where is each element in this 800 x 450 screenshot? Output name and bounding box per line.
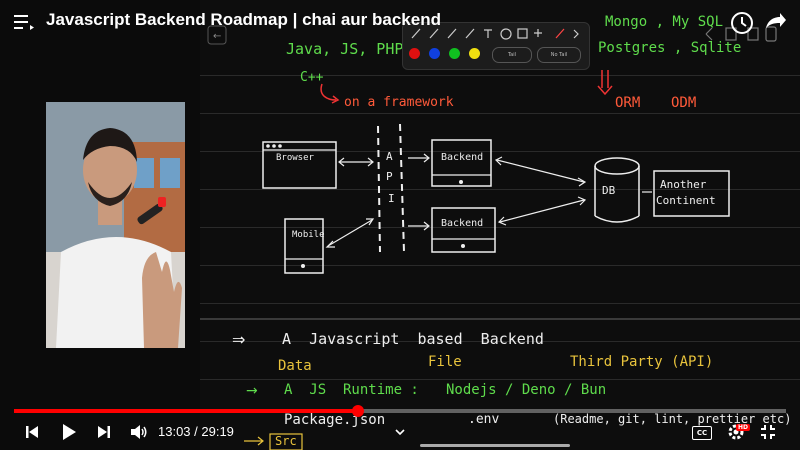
backend-label-1: Backend bbox=[441, 152, 484, 163]
volume-icon[interactable] bbox=[130, 424, 148, 440]
another-continent-box bbox=[653, 170, 730, 217]
previous-icon[interactable] bbox=[24, 424, 40, 440]
chapter-handle[interactable] bbox=[420, 444, 570, 447]
framework-label: on a framework bbox=[344, 95, 454, 110]
playlist-menu-icon[interactable] bbox=[14, 14, 34, 30]
pencil-icon bbox=[429, 28, 439, 39]
shape-tool-icon bbox=[500, 28, 512, 40]
another-continent-label-1: Another bbox=[660, 178, 707, 191]
section-divider bbox=[200, 318, 800, 320]
runtimes-list: Nodejs / Deno / Bun bbox=[446, 382, 607, 398]
odm-label: ODM bbox=[671, 95, 697, 111]
db-cylinder bbox=[594, 157, 640, 175]
video-title[interactable]: Javascript Backend Roadmap | chai aur ba… bbox=[46, 10, 441, 29]
db-list-top: Mongo , My SQL bbox=[605, 14, 724, 30]
api-letter-i: I bbox=[388, 192, 395, 205]
top-right-controls bbox=[731, 12, 786, 34]
backend-label-2: Backend bbox=[441, 218, 484, 229]
exit-fullscreen-icon[interactable] bbox=[760, 424, 776, 440]
runtime-arrow: → bbox=[246, 383, 258, 399]
backend-box-1 bbox=[431, 139, 492, 187]
db-list-mid: Postgres , Sqlite bbox=[598, 40, 742, 56]
runtime-label: A JS Runtime : bbox=[284, 382, 419, 398]
text-tool-icon bbox=[484, 29, 492, 38]
copy-icon bbox=[747, 27, 759, 41]
color-yellow-swatch[interactable] bbox=[469, 48, 480, 59]
third-party-label: Third Party (API) bbox=[570, 354, 714, 370]
app-toolbar bbox=[705, 26, 777, 42]
cpp-arrow bbox=[320, 83, 337, 101]
play-icon[interactable] bbox=[60, 423, 78, 441]
svg-text:←: ← bbox=[213, 31, 221, 42]
package-json-label: Package.json bbox=[284, 412, 386, 428]
back-icon bbox=[207, 25, 227, 45]
backend-box-2 bbox=[431, 207, 496, 253]
time-display: 13:03 / 29:19 bbox=[158, 424, 234, 439]
no-tail-toggle[interactable]: No Tail bbox=[537, 47, 581, 63]
api-boundary-right bbox=[399, 123, 405, 253]
orm-label: ORM bbox=[615, 95, 641, 111]
brush-icon bbox=[447, 28, 457, 39]
highlighter-icon bbox=[465, 28, 475, 39]
presenter-illustration bbox=[46, 102, 185, 348]
toolbar-tools bbox=[411, 28, 579, 40]
progress-scrubber[interactable] bbox=[351, 405, 364, 417]
undo-icon bbox=[705, 27, 713, 41]
data-label: Data bbox=[278, 358, 312, 374]
color-red-swatch[interactable] bbox=[409, 48, 420, 59]
laser-pen-icon bbox=[555, 28, 565, 39]
progress-fill bbox=[14, 409, 358, 413]
mic-icon bbox=[534, 29, 542, 37]
browser-box bbox=[262, 141, 337, 189]
db-label: DB bbox=[602, 184, 616, 197]
cpp-label: C++ bbox=[300, 70, 324, 85]
readme-label: (Readme, git, lint, prettier etc) bbox=[553, 412, 792, 426]
device-icon bbox=[765, 26, 777, 42]
orm-arrow bbox=[601, 70, 609, 88]
pages-icon bbox=[725, 27, 737, 41]
tail-label: Tail bbox=[507, 52, 517, 58]
src-box bbox=[269, 433, 303, 450]
languages-label: Java, JS, PHP bbox=[286, 40, 404, 58]
color-blue-swatch[interactable] bbox=[429, 48, 440, 59]
chevron-right-icon bbox=[573, 29, 579, 39]
src-label: Src bbox=[275, 434, 297, 448]
api-letter-a: A bbox=[386, 150, 393, 163]
no-tail-label: No Tail bbox=[550, 52, 568, 58]
implication-arrow: ⇒ bbox=[232, 330, 246, 349]
watch-later-icon bbox=[731, 12, 753, 34]
js-backend-heading: A Javascript based Backend bbox=[282, 330, 544, 348]
pen-icon bbox=[411, 28, 421, 39]
share-icon bbox=[766, 13, 786, 28]
browser-label: Browser bbox=[276, 153, 314, 163]
env-label: .env bbox=[468, 412, 500, 427]
chevron-down-icon[interactable] bbox=[394, 428, 406, 438]
api-boundary-left bbox=[377, 125, 381, 253]
another-continent-label-2: Continent bbox=[656, 194, 716, 207]
next-icon[interactable] bbox=[96, 424, 112, 440]
lasso-icon bbox=[517, 28, 528, 39]
captions-button[interactable]: CC bbox=[692, 426, 712, 440]
hd-badge: HD bbox=[736, 424, 751, 431]
tail-toggle[interactable]: Tail bbox=[492, 47, 532, 63]
progress-bar[interactable] bbox=[14, 405, 786, 417]
presenter-webcam bbox=[46, 102, 185, 348]
mobile-label: Mobile bbox=[292, 230, 325, 240]
color-green-swatch[interactable] bbox=[449, 48, 460, 59]
api-letter-p: P bbox=[386, 170, 393, 183]
mobile-box bbox=[284, 218, 324, 274]
file-label: File bbox=[428, 354, 462, 370]
